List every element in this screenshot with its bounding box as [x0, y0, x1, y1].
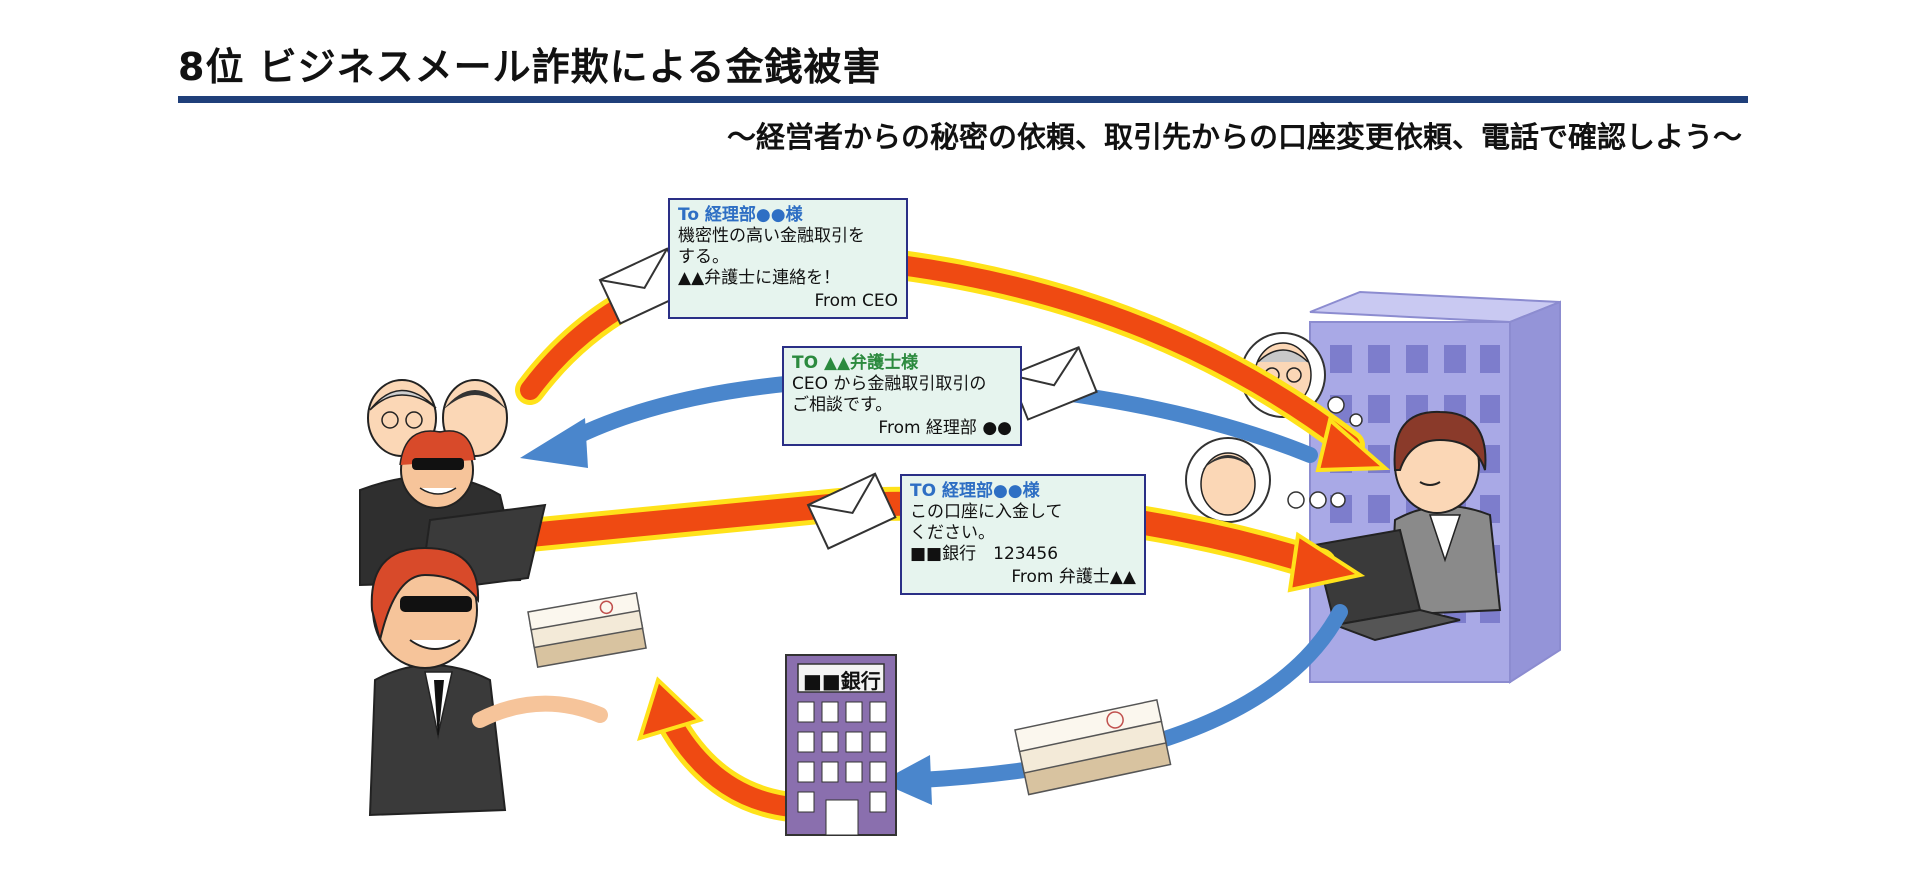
thought-bubble-lawyer [1185, 437, 1346, 523]
message-line: この口座に入金して [910, 502, 1063, 522]
bank-building [785, 654, 897, 836]
message-to: TO ▲▲弁護士様 [792, 353, 919, 373]
cash-stack-icon [1014, 698, 1172, 796]
message-from: From 弁護士▲▲ [1011, 567, 1136, 587]
arrow-transfer-to-bank [880, 604, 1348, 805]
message-fake-ceo: To 経理部●●様 機密性の高い金融取引を する。 ▲▲弁護士に連絡を！ Fro… [668, 198, 908, 319]
message-to: To 経理部●●様 [678, 205, 803, 225]
message-line: ご相談です。 [792, 395, 893, 415]
message-line: 機密性の高い金融取引を [678, 226, 865, 246]
envelope-icon [806, 472, 897, 550]
message-line: ▲▲弁護士に連絡を！ [678, 268, 841, 288]
impersonator-group [359, 379, 547, 594]
message-from: From 経理部 ●● [878, 418, 1012, 438]
accountant-figure [1313, 410, 1502, 642]
message-to: TO 経理部●●様 [910, 481, 1040, 501]
message-line: CEO から金融取引取引の [792, 374, 987, 394]
message-fake-lawyer: TO 経理部●●様 この口座に入金して ください。 ■■銀行 123456 Fr… [900, 474, 1146, 595]
page-title: 8位 ビジネスメール詐欺による金銭被害 [178, 45, 882, 89]
message-line: する。 [678, 247, 729, 267]
cash-stack-icon [527, 592, 647, 669]
envelope-icon [1008, 345, 1098, 421]
fraudster-figure [368, 546, 608, 817]
message-line: ■■銀行 123456 [910, 544, 1059, 564]
message-line: ください。 [910, 523, 995, 543]
title-rule [178, 96, 1748, 103]
message-from: From CEO [814, 291, 898, 311]
message-to-lawyer: TO ▲▲弁護士様 CEO から金融取引取引の ご相談です。 From 経理部 … [782, 346, 1022, 446]
bank-sign: ■■銀行 [803, 669, 881, 693]
page-subtitle: ～経営者からの秘密の依頼、取引先からの口座変更依頼、電話で確認しよう～ [726, 120, 1742, 154]
